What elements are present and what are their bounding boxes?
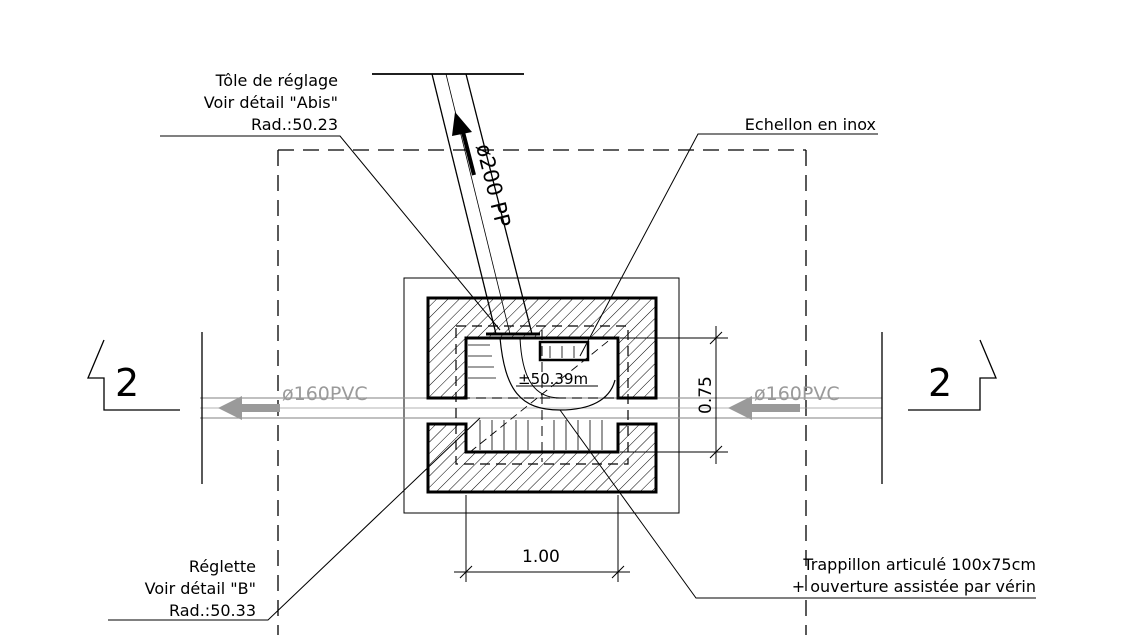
tole-label-line1: Tôle de réglage xyxy=(215,71,338,90)
section-marker-left xyxy=(87,332,203,484)
reglette-label-line2: Voir détail "B" xyxy=(145,579,256,598)
dashed-footprint xyxy=(277,149,807,635)
level-label: ±50.39m xyxy=(518,370,588,388)
pvc-arrow-left xyxy=(218,396,280,420)
channel-curve-inner xyxy=(519,337,561,399)
flow-arrow-up xyxy=(452,112,476,176)
tole-label-line3: Rad.:50.23 xyxy=(251,115,338,134)
section-marker-right xyxy=(881,332,997,484)
pp-inlet-pipe xyxy=(372,73,540,336)
dimension-width-label: 1.00 xyxy=(522,547,560,567)
pipe-pp-label: ø200 PP xyxy=(471,141,515,229)
leader-lines xyxy=(108,133,1036,621)
trappillon-label-line2: + ouverture assistée par vérin xyxy=(792,577,1036,596)
reglette-label-line3: Rad.:50.33 xyxy=(169,601,256,620)
echellon-label: Echellon en inox xyxy=(745,115,876,134)
slab-outline xyxy=(403,277,680,514)
tole-label-line2: Voir détail "Abis" xyxy=(204,93,338,112)
dimension-height xyxy=(620,326,728,464)
channel-curve xyxy=(499,337,616,411)
dimension-width xyxy=(454,495,630,582)
section-right-label: 2 xyxy=(928,361,952,405)
trappillon-diagonal xyxy=(469,337,613,453)
pvc-arrow-right xyxy=(728,396,800,420)
bench-steps xyxy=(468,344,603,450)
trappillon-outline xyxy=(455,325,629,465)
reglette-label-line1: Réglette xyxy=(189,557,256,576)
dimension-height-label: 0.75 xyxy=(696,376,716,414)
pvc-right-label: ø160PVC xyxy=(754,383,840,405)
trappillon-label-line1: Trappillon articulé 100x75cm xyxy=(802,555,1036,574)
wall-hatch xyxy=(426,296,658,400)
pvc-left-label: ø160PVC xyxy=(282,383,368,405)
centre-axes xyxy=(460,330,625,462)
section-left-label: 2 xyxy=(115,361,139,405)
echellon-rung-lines xyxy=(549,346,575,358)
echellon-rungs xyxy=(538,340,590,362)
